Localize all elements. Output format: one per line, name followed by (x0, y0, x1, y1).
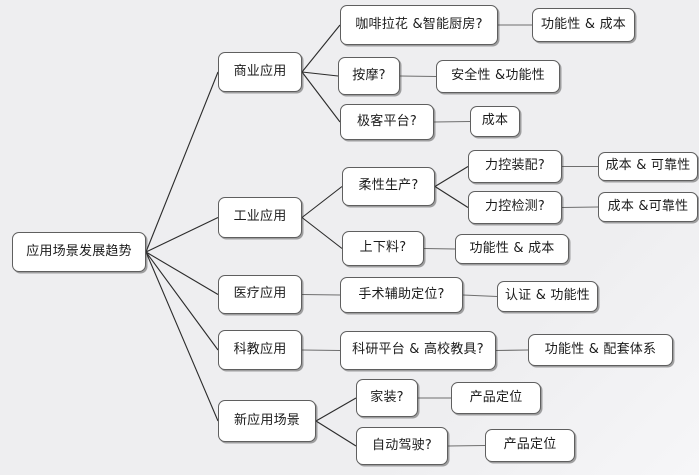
node-autonomous[interactable]: 自动驾驶? (356, 427, 448, 465)
node-label: 成本 &可靠性 (607, 198, 689, 214)
node-massage[interactable]: 按摩? (338, 57, 400, 95)
node-label: 应用场景发展趋势 (26, 243, 132, 259)
edge-root-industrial (145, 217, 219, 253)
node-label: 产品定位 (503, 437, 557, 453)
edge-autonomous-productpos (447, 444, 486, 447)
edge-business-coffee (301, 24, 341, 73)
node-label: 新应用场景 (233, 412, 300, 428)
edge-root-medical (145, 251, 219, 295)
node-medical[interactable]: 医疗应用 (218, 275, 302, 314)
node-business[interactable]: 商业应用 (218, 52, 302, 92)
node-label: 自动驾驶? (372, 437, 432, 453)
node-label: 产品定位 (469, 389, 523, 405)
edge-medical-surgical (301, 293, 341, 296)
edge-root-business (145, 71, 219, 253)
node-label: 成本 (481, 113, 509, 129)
edge-inspect-costreliab (561, 206, 599, 209)
node-product-pos-1[interactable]: 产品定位 (451, 382, 541, 414)
node-label: 力控装配? (485, 158, 545, 174)
node-label: 商业应用 (233, 63, 287, 79)
node-edu-research[interactable]: 科教应用 (218, 330, 302, 370)
node-label: 成本 & 可靠性 (605, 158, 691, 174)
node-label: 力控检测? (485, 199, 545, 215)
node-research-plat[interactable]: 科研平台 & 高校教具? (340, 331, 496, 370)
node-cost[interactable]: 成本 (470, 106, 520, 137)
node-product-pos-2[interactable]: 产品定位 (485, 429, 575, 462)
node-label: 功能性 & 成本 (469, 240, 555, 256)
edge-new-homedecor (315, 397, 357, 422)
node-label: 科研平台 & 高校教具? (352, 342, 484, 358)
node-label: 上下料? (359, 240, 407, 256)
root-node[interactable]: 应用场景发展趋势 (12, 232, 146, 272)
node-cost-reliab-1[interactable]: 成本 & 可靠性 (598, 152, 698, 181)
node-label: 按摩? (352, 67, 386, 83)
node-label: 工业应用 (233, 209, 287, 225)
node-flexible-prod[interactable]: 柔性生产? (342, 167, 435, 206)
node-label: 家装? (370, 389, 404, 405)
node-geek-platform[interactable]: 极客平台? (340, 104, 434, 140)
node-label: 功能性 & 配套体系 (544, 341, 657, 357)
edge-business-geek (301, 71, 341, 123)
edge-research-funcsupport (495, 349, 529, 352)
node-label: 极客平台? (357, 113, 417, 129)
node-load-unload[interactable]: 上下料? (342, 231, 424, 266)
node-label: 咖啡拉花 &智能厨房? (355, 16, 483, 32)
node-new-scenarios[interactable]: 新应用场景 (218, 400, 316, 442)
node-func-cost-2[interactable]: 功能性 & 成本 (455, 234, 569, 264)
node-func-cost-1[interactable]: 功能性 & 成本 (532, 8, 635, 42)
node-home-decor[interactable]: 家装? (356, 379, 418, 417)
edge-surgical-certfunc (462, 294, 498, 298)
edge-massage-safety (399, 75, 437, 78)
node-coffee-kitchen[interactable]: 咖啡拉花 &智能厨房? (340, 5, 498, 45)
node-label: 功能性 & 成本 (540, 16, 626, 32)
node-func-support[interactable]: 功能性 & 配套体系 (528, 334, 673, 366)
node-industrial[interactable]: 工业应用 (218, 197, 302, 238)
edge-new-autonomous (315, 420, 357, 447)
edge-flexible-inspect (434, 186, 469, 208)
node-label: 安全性 &功能性 (451, 68, 545, 84)
node-label: 认证 & 功能性 (504, 288, 590, 304)
edge-industrial-loadunload (301, 217, 343, 249)
node-cert-func[interactable]: 认证 & 功能性 (497, 281, 598, 312)
edge-industrial-flexible (301, 186, 343, 218)
edge-flexible-assembly (434, 166, 469, 187)
node-label: 科教应用 (233, 341, 287, 357)
edge-loadunload-funccost (423, 247, 456, 250)
edge-root-edu (145, 251, 219, 351)
edge-geek-cost (433, 120, 471, 123)
node-force-assembly[interactable]: 力控装配? (468, 150, 562, 183)
edge-root-new-scenarios (145, 251, 219, 422)
node-label: 柔性生产? (358, 178, 419, 194)
node-label: 医疗应用 (233, 286, 287, 302)
node-force-inspect[interactable]: 力控检测? (468, 191, 562, 224)
edge-edu-research (301, 349, 341, 352)
node-label: 手术辅助定位? (358, 286, 445, 302)
node-safety-func[interactable]: 安全性 &功能性 (436, 60, 560, 93)
node-surgical-nav[interactable]: 手术辅助定位? (340, 277, 463, 313)
edge-business-massage (301, 71, 339, 77)
node-cost-reliab-2[interactable]: 成本 &可靠性 (598, 192, 698, 222)
